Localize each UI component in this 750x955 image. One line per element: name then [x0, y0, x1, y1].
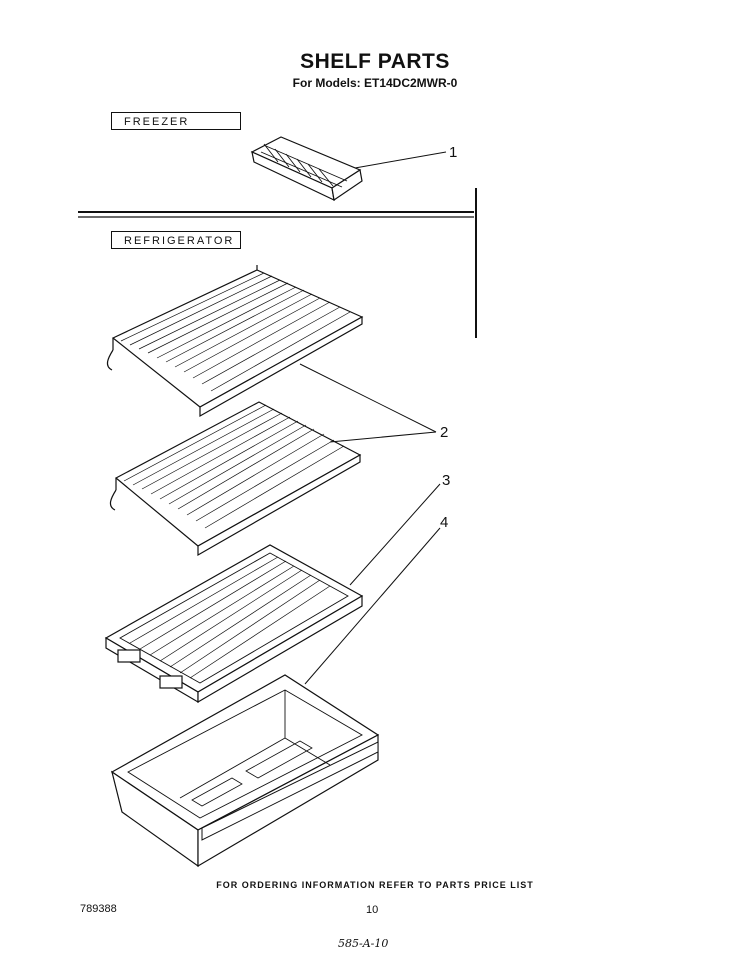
handwritten-note: 585-A-10 — [338, 937, 389, 950]
document-number: 789388 — [80, 903, 117, 915]
wire-shelf-lower — [109, 401, 362, 557]
callout-2: 2 — [440, 424, 449, 441]
wire-shelf-upper — [106, 265, 364, 418]
freezer-label: FREEZER — [111, 112, 241, 130]
page-number: 10 — [366, 904, 379, 916]
callout-1: 1 — [449, 144, 458, 161]
crisper-cover — [104, 544, 364, 704]
callout-4: 4 — [440, 514, 449, 531]
crisper-drawer — [110, 674, 380, 868]
model-subtitle: For Models: ET14DC2MWR-0 — [292, 76, 458, 90]
leader-lines — [299, 151, 447, 685]
page-title: SHELF PARTS — [300, 50, 450, 73]
callout-3: 3 — [442, 472, 451, 489]
refrigerator-label: REFRIGERATOR — [111, 231, 241, 249]
ice-cube-tray — [250, 136, 363, 202]
ordering-note: FOR ORDERING INFORMATION REFER TO PARTS … — [216, 880, 534, 890]
compartment-divider — [78, 188, 477, 338]
